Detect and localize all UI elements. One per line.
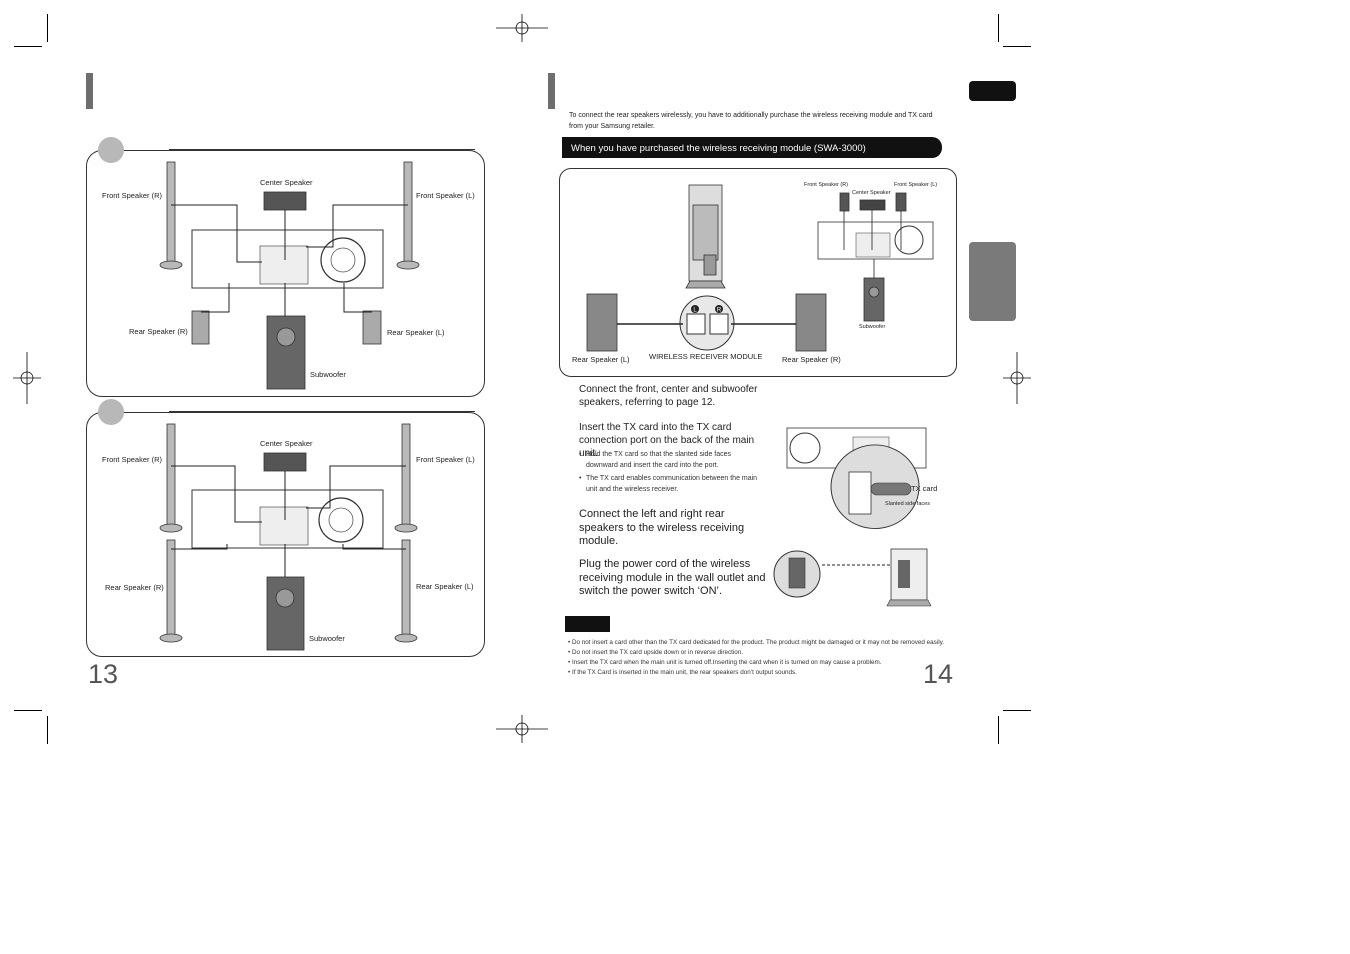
note-item: • If the TX Card is inserted in the main… — [568, 669, 797, 676]
bullet-text: The TX card enables communication betwee… — [586, 475, 758, 493]
note-item: • Do not insert the TX card upside down … — [568, 649, 744, 656]
step-3-text: Connect the left and right rear speakers… — [579, 508, 745, 547]
note-text: Insert the TX card when the main unit is… — [571, 659, 882, 666]
bullet-text: Hold the TX card so that the slanted sid… — [586, 451, 732, 469]
step-2-text: Insert the TX card into the TX card conn… — [579, 422, 755, 459]
step-circle — [98, 137, 124, 163]
step-4-text: Plug the power cord of the wireless rece… — [579, 558, 766, 597]
label-rear-speaker-r: Rear Speaker (R) — [782, 355, 841, 364]
note-badge — [565, 616, 610, 632]
label-wireless-receiver-module: WIRELESS RECEIVER MODULE — [649, 352, 763, 361]
header-rule — [169, 411, 475, 412]
power-switch-illustration — [773, 548, 932, 607]
note-item: • Do not insert a card other than the TX… — [568, 639, 945, 646]
label-tx-card: TX card — [911, 484, 938, 493]
label-front-speaker-r: Front Speaker (R) — [102, 191, 163, 200]
label-center-speaker: Center Speaker — [852, 190, 891, 196]
step-2-bullet-2: • The TX card enables communication betw… — [579, 475, 758, 493]
section-title-bar — [86, 73, 93, 109]
label-front-speaker-l: Front Speaker (L) — [416, 455, 475, 464]
port-label-l: L — [693, 308, 697, 314]
speaker-wiring-bottom — [159, 423, 418, 651]
header-rule — [169, 149, 475, 150]
label-subwoofer: Subwoofer — [859, 324, 886, 330]
chapter-tab — [969, 242, 1016, 321]
label-rear-speaker-l: Rear Speaker (L) — [416, 582, 474, 591]
banner-text: When you have purchased the wireless rec… — [571, 143, 866, 154]
label-subwoofer: Subwoofer — [310, 370, 346, 379]
label-rear-speaker-r: Rear Speaker (R) — [105, 583, 164, 592]
label-subwoofer: Subwoofer — [309, 634, 345, 643]
port-label-r: R — [717, 308, 722, 314]
note-text: Do not insert the TX card upside down or… — [571, 649, 744, 656]
label-front-speaker-l: Front Speaker (L) — [894, 182, 938, 188]
intro-text: To connect the rear speakers wirelessly,… — [569, 112, 933, 130]
step-circle — [98, 399, 124, 425]
note-text: Do not insert a card other than the TX c… — [571, 639, 945, 646]
step-2-bullet-1: • Hold the TX card so that the slanted s… — [579, 449, 759, 471]
label-rear-speaker-l: Rear Speaker (L) — [387, 328, 445, 337]
wireless-diagram — [559, 168, 957, 377]
tx-card-illustration — [786, 427, 927, 530]
label-center-speaker: Center Speaker — [260, 178, 313, 187]
section-title-bar — [548, 73, 555, 109]
step-1-text: Connect the front, center and subwoofer … — [579, 384, 758, 408]
wireless-diagram-art: L R — [586, 184, 934, 352]
note-item: • Insert the TX card when the main unit … — [568, 659, 882, 666]
label-rear-speaker-r: Rear Speaker (R) — [129, 327, 188, 336]
section-banner: When you have purchased the wireless rec… — [562, 137, 942, 158]
label-center-speaker: Center Speaker — [260, 439, 313, 448]
label-rear-speaker-l: Rear Speaker (L) — [572, 355, 630, 364]
label-front-speaker-l: Front Speaker (L) — [416, 191, 475, 200]
speaker-wiring-top — [159, 161, 420, 390]
language-tab — [969, 81, 1016, 101]
note-text: If the TX Card is inserted in the main u… — [571, 669, 797, 676]
page-number-left: 13 — [88, 659, 119, 689]
page-number-right: 14 — [923, 659, 954, 689]
label-front-speaker-r: Front Speaker (R) — [102, 455, 163, 464]
label-slanted-side-faces: Slanted side faces — [885, 501, 930, 507]
label-front-speaker-r: Front Speaker (R) — [804, 182, 849, 188]
